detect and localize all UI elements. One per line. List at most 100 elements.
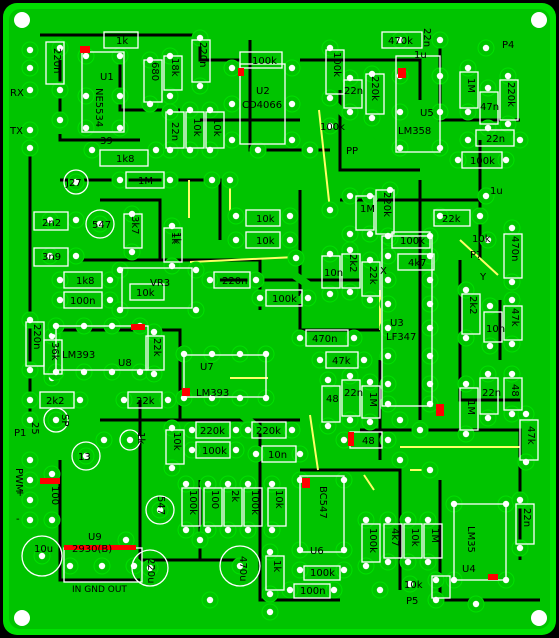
value-22k-u8: 22k [151, 338, 162, 357]
pad-hole [504, 72, 512, 80]
value-220k-a: 220k [200, 426, 225, 437]
value-10k-u7: 10k [171, 432, 182, 451]
pad-hole [454, 156, 462, 164]
value-1M-right: 1M [465, 400, 476, 415]
pad-hole [424, 516, 432, 524]
pad-hole [56, 116, 64, 124]
pad-hole [346, 192, 354, 200]
red-marker [64, 545, 136, 550]
r-100k-bottom-b [243, 487, 263, 527]
pad-hole [244, 480, 252, 488]
r-680 [143, 59, 163, 103]
r-10k-vr [129, 283, 165, 301]
r-220n-u2 [191, 39, 211, 83]
value-10k-p5: 10k [404, 580, 423, 591]
label-x: X [380, 266, 387, 277]
c-22n-right [475, 129, 515, 147]
r-22k-u8 [145, 335, 165, 371]
value-1k8-b: 1k8 [76, 276, 95, 287]
pad-hole [232, 446, 240, 454]
pad-hole [98, 562, 106, 570]
pad-hole [502, 156, 510, 164]
pad-hole [384, 252, 392, 260]
pad-hole [288, 136, 296, 144]
red-marker [398, 68, 406, 78]
label-u3: U3 [390, 318, 404, 329]
pad-hole [472, 600, 480, 608]
value-2M2: 2k2 [347, 254, 358, 273]
value-220n-mid: 220n [222, 276, 247, 287]
mount-hole-top-left [14, 12, 30, 28]
value-1k8: 1k8 [116, 154, 135, 165]
pad-hole [268, 526, 276, 534]
value-220n-u2: 220n [197, 42, 208, 67]
value-1k-u3: 1k [171, 232, 182, 244]
pad-hole [326, 206, 334, 214]
value-10n-mid: 10n [324, 268, 343, 279]
value-1k-top: 1k [116, 36, 128, 47]
pad-hole [384, 516, 392, 524]
pad-hole [26, 126, 34, 134]
label-p4: P4 [502, 40, 514, 51]
pad-hole [38, 552, 46, 560]
label-13: 13 [78, 452, 91, 463]
pad-hole [196, 536, 204, 544]
pad-hole [360, 356, 368, 364]
pad-hole [346, 246, 354, 254]
value-10k-bottom: 10k [273, 490, 284, 509]
label-u6-part: BC547 [317, 486, 328, 519]
label-u5: U5 [420, 108, 434, 119]
r-100k-mid [265, 289, 303, 307]
pad-hole [82, 124, 90, 132]
pad-hole [340, 436, 348, 444]
pad-hole [286, 212, 294, 220]
pad-hole [204, 480, 212, 488]
pad-hole [228, 100, 236, 108]
r-220k-u5 [499, 79, 519, 121]
pad-hole [286, 586, 294, 594]
value-100n-bottom: 100n [300, 586, 325, 597]
label-547-a: 547 [92, 220, 111, 231]
label-y: Y [479, 272, 487, 283]
c-sp [43, 407, 69, 433]
label-u8-part: LM393 [62, 350, 95, 361]
pad-hole [484, 236, 492, 244]
pad-hole [476, 212, 484, 220]
c-13 [71, 441, 101, 471]
pad-hole [346, 416, 354, 424]
c-j27 [63, 169, 89, 195]
value-470k-u5: 220k [369, 76, 380, 101]
value-100-left: 100 [49, 486, 60, 505]
pad-hole [236, 394, 244, 402]
pad-hole [516, 544, 524, 552]
value-100k-right: 100k [470, 156, 495, 167]
value-100k-c: 100k [202, 446, 227, 457]
r-100k-u5 [325, 49, 345, 95]
c-100n-bottom [293, 583, 331, 599]
pad-hole [296, 334, 304, 342]
pad-hole [244, 526, 252, 534]
red-marker [182, 388, 190, 396]
pad-hole [462, 334, 470, 342]
pad-hole [116, 124, 124, 132]
c-470u [219, 545, 261, 587]
r-2k2-right [461, 293, 481, 335]
label-p1: P1 [14, 428, 26, 439]
pad-hole [482, 192, 490, 200]
value-1M-mid-b: 1M [367, 392, 378, 407]
value-1M-mid: 1M [138, 176, 153, 187]
r-100k-right [461, 151, 503, 169]
pad-hole [122, 536, 130, 544]
value-22n-u4: 22n [521, 508, 532, 527]
pad-hole [150, 370, 158, 378]
pad-hole [46, 252, 54, 260]
pad-hole [26, 366, 34, 374]
value-2k2: 2k2 [46, 396, 65, 407]
label-u1-part: NE5534 [93, 88, 104, 127]
u1-ic [81, 51, 125, 133]
pad-hole [164, 396, 172, 404]
value-36k: 36k [49, 342, 60, 361]
pad-hole [384, 300, 392, 308]
value-4k7-mid: 4k7 [408, 258, 427, 269]
